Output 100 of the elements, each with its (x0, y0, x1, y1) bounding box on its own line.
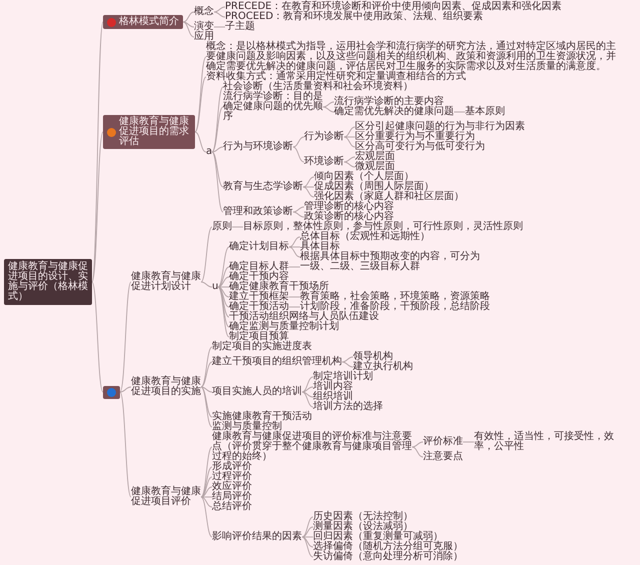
topic-box (103, 15, 183, 29)
branch-line (182, 22, 194, 38)
branch-line (288, 306, 300, 308)
branch-line (302, 536, 314, 558)
topic-text: 干预活动组织网络与人员队伍建设 (229, 312, 379, 322)
topic-text: a (206, 147, 212, 157)
branch-line (212, 106, 224, 152)
topic-text: 健康教育与健康促进项目的评价标准与注意要点（评价贯穿于整个健康教育与健康项目管理过程的始终） (212, 432, 412, 462)
branch-line (218, 246, 230, 288)
branch-line (200, 496, 212, 498)
topic-text: 具体目标 (300, 242, 340, 252)
topic-text: 原则 (212, 222, 232, 232)
topic-text: 倾向因素（个人层面） (314, 172, 414, 182)
branch-line (412, 446, 424, 458)
topic-text: 促成因素（周围人际层面） (314, 182, 434, 192)
topic-text: 微观层面 (355, 162, 395, 172)
topic-box (103, 115, 195, 149)
branch-line (302, 536, 314, 538)
branch-line (344, 126, 356, 138)
branch-line (292, 206, 304, 212)
branch-line (344, 136, 356, 138)
branch-line (292, 146, 304, 162)
branch-line (200, 486, 212, 498)
branch-line (344, 136, 356, 148)
branch-line (292, 212, 304, 218)
topic-text: 区分高可变行为与低可变行为 (355, 142, 485, 152)
topic-text: 回归因素（重复测量可减弱） (313, 532, 443, 542)
branch-line (344, 156, 356, 162)
topic-text: 行为与环境诊断 (223, 142, 293, 152)
topic-text: 培训方法的选择 (313, 402, 383, 412)
branch-line (218, 276, 230, 288)
topic-text: 总结评价 (212, 502, 252, 512)
topic-text: 效应评价 (212, 482, 252, 492)
branch-line (218, 286, 230, 298)
topic-text: 制定培训计划 (313, 372, 373, 382)
topic-text: 总体目标（宏观性和远期性） (300, 232, 430, 242)
topic-text: 行为诊断 (304, 132, 344, 142)
branch-line (120, 386, 132, 392)
topic-text: 注意要点 (423, 452, 463, 462)
branch-line (120, 392, 132, 498)
branch-line (182, 12, 194, 22)
topic-text: 教育策略，社会策略，环境策略，资源策略 (300, 292, 490, 302)
branch-line (194, 56, 206, 132)
branch-line (200, 496, 212, 508)
topic-text: 区分引起健康问题的行为与非行为因素 (355, 122, 525, 132)
topic-text: 培训内容 (313, 382, 353, 392)
topic-label: 格林模式简介 (119, 17, 179, 27)
topic-text: 强化因素（家庭人群和社区层面） (314, 192, 464, 202)
branch-line (200, 346, 212, 388)
topic-text: 环境诊断 (304, 157, 344, 167)
branch-line (200, 226, 212, 282)
topic-text: 有效性，适当性，可接受性，效率，公平性 (474, 432, 614, 452)
topic-text: 建立干预框架 (229, 292, 289, 302)
branch-line (92, 22, 104, 282)
branch-line (302, 516, 314, 538)
topic-text: 建立执行机构 (353, 362, 413, 372)
branch-line (200, 386, 212, 418)
topic-text: 确定干预活动 (229, 302, 289, 312)
branch-line (182, 22, 194, 28)
topic-text: 一级、二级、三级目标人群 (300, 262, 420, 272)
branch-line (322, 102, 334, 108)
branch-line (302, 186, 314, 188)
topic-text: 计划阶段，准备阶段，干预阶段，总结阶段 (300, 302, 490, 312)
topic-text: 确定健康教育干预场所 (229, 282, 329, 292)
branch-line (288, 266, 300, 268)
topic-text: 概念：是以格林模式为指导，运用社会学和流行病学的研究方法，通过对特定区域内居民的主要健康问题及影响因素，以及这些问题相关的组织机构、政策和资源利用的卫生资源状况，并确定需要优先解决的健康问题，评估居民对卫生服务的实际需求以及对生活质量的满意度。 (206, 42, 616, 72)
branch-line (200, 466, 212, 498)
topic-text: 监测与质量控制 (212, 422, 282, 432)
topic-text: 实施健康教育干预活动 (212, 412, 312, 422)
topic-text: 子主题 (225, 22, 255, 32)
topic-text: 确定计划目标 (229, 242, 289, 252)
topic-text: 演变 (194, 22, 214, 32)
branch-line (288, 296, 300, 298)
topic-text: 流行病学诊断：目的是确定健康问题的优先顺序 (223, 92, 323, 122)
topic-text: 概念 (194, 7, 214, 17)
branch-line (288, 236, 300, 248)
topic-text: 测量因素（设法减弱） (313, 522, 413, 532)
branch-line (120, 282, 132, 392)
branch-line (292, 136, 304, 148)
branch-line (214, 26, 226, 28)
topic-text: 根据具体目标中预期改变的内容，可分为 (300, 252, 480, 262)
branch-line (232, 226, 244, 228)
topic-text: 项目实施人员的培训 (212, 387, 302, 397)
branch-line (302, 526, 314, 538)
topic-text: 确定需优先解决的健康问题 (334, 107, 454, 117)
branch-line (212, 152, 224, 212)
topic-text: 流行病学诊断的主要内容 (334, 97, 444, 107)
branch-line (302, 186, 314, 198)
topic-label: 健康教育与健康促进项目的需求评估 (119, 117, 190, 147)
branch-line (218, 266, 230, 288)
topic-text: 应用 (194, 32, 214, 42)
topic-text: 确定干预内容 (229, 272, 289, 282)
branch-line (200, 476, 212, 498)
topic-text: 形成评价 (212, 462, 252, 472)
branch-line (302, 536, 314, 548)
topic-text: 领导机构 (353, 352, 393, 362)
branch-line (200, 386, 212, 428)
branch-line (214, 12, 226, 18)
topic-text: 管理诊断的核心内容 (304, 202, 394, 212)
topic-text: 制定项目预算 (229, 332, 289, 342)
